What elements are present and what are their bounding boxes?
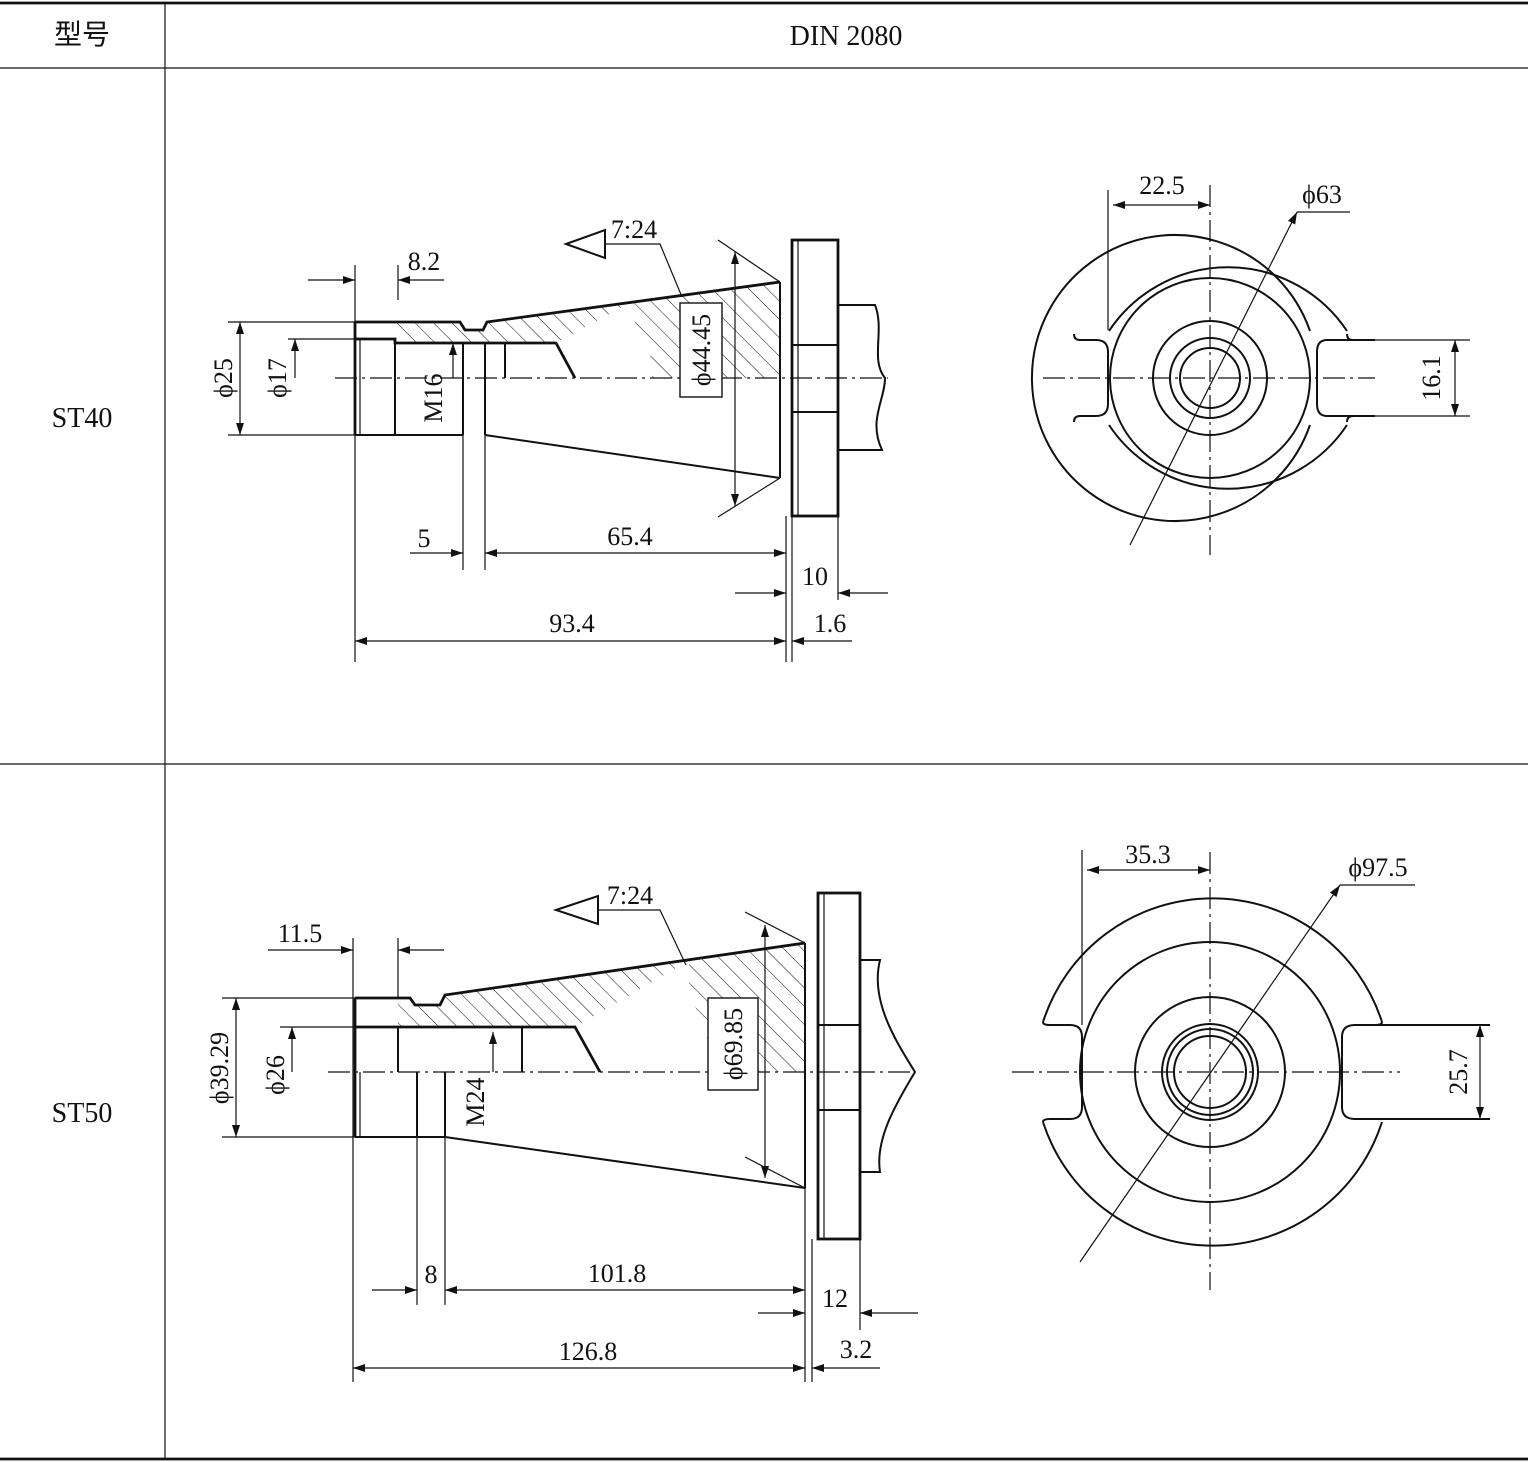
st40-end-view [1031, 185, 1470, 555]
st40-dim-5: 5 [418, 524, 431, 553]
st40-end-dim-labels: 22.5 ϕ63 16.1 [1139, 171, 1446, 401]
st50-side-dim-labels: 7:24 11.5 ϕ39.29 ϕ26 M24 ϕ69.85 8 101.8 … [205, 881, 872, 1366]
st40-dim-d25: ϕ25 [209, 358, 238, 398]
st50-end-view [1012, 850, 1490, 1290]
st50-dim-35-3: 35.3 [1125, 840, 1171, 869]
st50-dim-12: 12 [822, 1284, 848, 1313]
row-model-st40: ST40 [52, 403, 113, 434]
st40-dim-65-4: 65.4 [607, 522, 653, 551]
st50-dim-d39-29: ϕ39.29 [205, 1032, 234, 1104]
st50-taper-label: 7:24 [607, 881, 653, 910]
st40-dim-93-4: 93.4 [549, 609, 595, 638]
st40-dim-d17: ϕ17 [263, 358, 292, 398]
st50-dim-m24: M24 [461, 1077, 490, 1126]
st40-dim-8-2: 8.2 [408, 247, 441, 276]
st40-dim-10: 10 [802, 562, 828, 591]
st50-dim-d97-5: ϕ97.5 [1348, 853, 1407, 882]
st50-dim-3-2: 3.2 [840, 1335, 873, 1364]
st50-dim-d69-85: ϕ69.85 [719, 1008, 748, 1080]
st40-dim-16-1: 16.1 [1417, 355, 1446, 401]
st40-side-dim-labels: 7:24 8.2 ϕ25 ϕ17 M16 ϕ44.45 5 65.4 10 93… [209, 215, 846, 638]
st40-dim-d63: ϕ63 [1302, 180, 1342, 209]
st40-taper-label: 7:24 [611, 215, 657, 244]
st50-end-dim-labels: 35.3 ϕ97.5 25.7 [1125, 840, 1473, 1095]
header-standard: DIN 2080 [790, 21, 903, 52]
st50-dim-25-7: 25.7 [1444, 1049, 1473, 1095]
st40-dim-1-6: 1.6 [814, 609, 847, 638]
st50-dim-11-5: 11.5 [278, 919, 323, 948]
st50-dim-d26: ϕ26 [261, 1055, 290, 1095]
st40-dim-22-5: 22.5 [1139, 171, 1185, 200]
st40-dim-d44-45: ϕ44.45 [687, 314, 716, 386]
st50-side-view [222, 891, 918, 1382]
st50-dim-101-8: 101.8 [588, 1259, 647, 1288]
row-model-st50: ST50 [52, 1098, 113, 1129]
st50-dim-8: 8 [425, 1260, 438, 1289]
header-model: 型号 [54, 18, 110, 51]
st50-dim-126-8: 126.8 [559, 1337, 618, 1366]
st40-dim-m16: M16 [419, 373, 448, 422]
st40-side-view [228, 228, 888, 662]
